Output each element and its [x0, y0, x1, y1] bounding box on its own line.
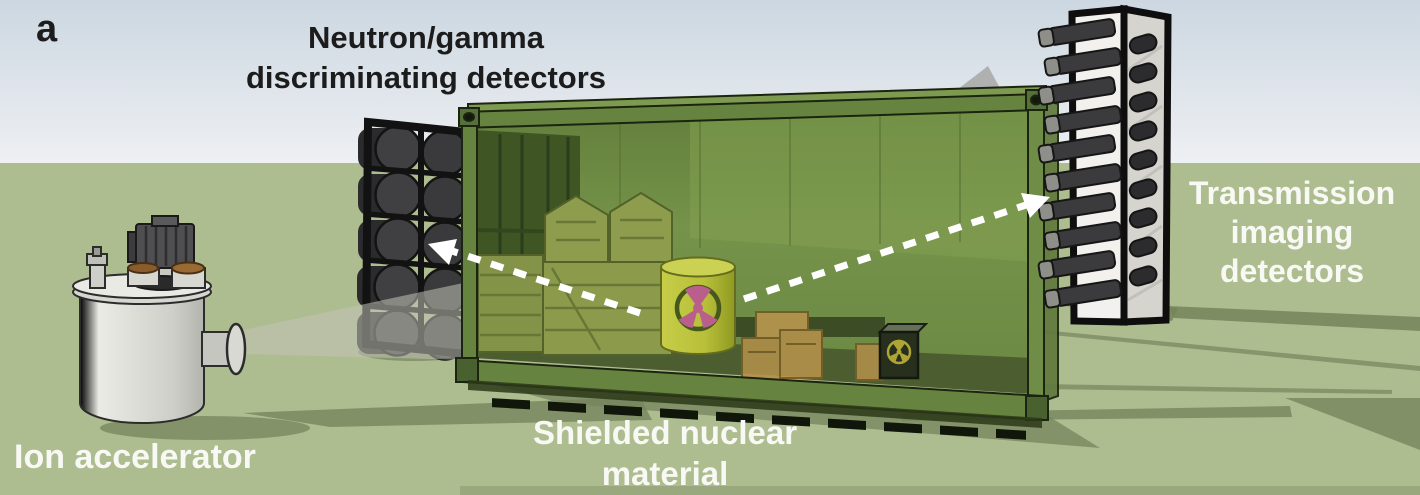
shielded-label-line1: Shielded nuclear: [532, 414, 798, 451]
wooden-crates: [477, 191, 673, 356]
panel-label: a: [36, 8, 58, 50]
neutron-gamma-label-line2: discriminating detectors: [245, 60, 607, 95]
scatter-arrows: [428, 193, 1050, 317]
transmission-detectors-label: Transmission imaging detectors: [1160, 174, 1420, 291]
radiation-trefoil-icon-case: [886, 339, 912, 365]
cargo-container: [455, 84, 1059, 440]
container-front-glass: [468, 92, 1035, 392]
shielded-case: [877, 323, 929, 380]
ion-beam-cone: [243, 282, 468, 360]
ion-accelerator: [72, 215, 247, 424]
dashed-arrow-to-neutron-detectors: [428, 239, 642, 317]
neutron-gamma-label-line1: Neutron/gamma: [308, 20, 544, 55]
transmission-label-line1: Transmission: [1188, 175, 1396, 211]
ion-accelerator-label: Ion accelerator: [14, 438, 256, 476]
undercarriage-shadow: [468, 380, 1042, 428]
radioactive-barrel: [660, 256, 736, 355]
transmission-label-line3: detectors: [1219, 253, 1365, 289]
shielded-label-line2: material: [601, 455, 729, 492]
accelerator-flange: [225, 322, 247, 376]
shielded-nuclear-material-label: Shielded nuclear material: [465, 412, 865, 494]
detector-stubs: [1127, 31, 1160, 289]
cardboard-boxes: [741, 311, 884, 387]
accelerator-ports: [86, 246, 206, 289]
dashed-arrow-to-transmission-detectors: [742, 193, 1050, 303]
transmission-label-line2: imaging: [1230, 214, 1354, 250]
transmission-detector-array: [1037, 4, 1172, 326]
neutron-gamma-detectors-label: Neutron/gamma discriminating detectors: [230, 18, 622, 98]
radiation-trefoil-icon: [674, 284, 722, 332]
accelerator-beam-port: [201, 331, 232, 367]
